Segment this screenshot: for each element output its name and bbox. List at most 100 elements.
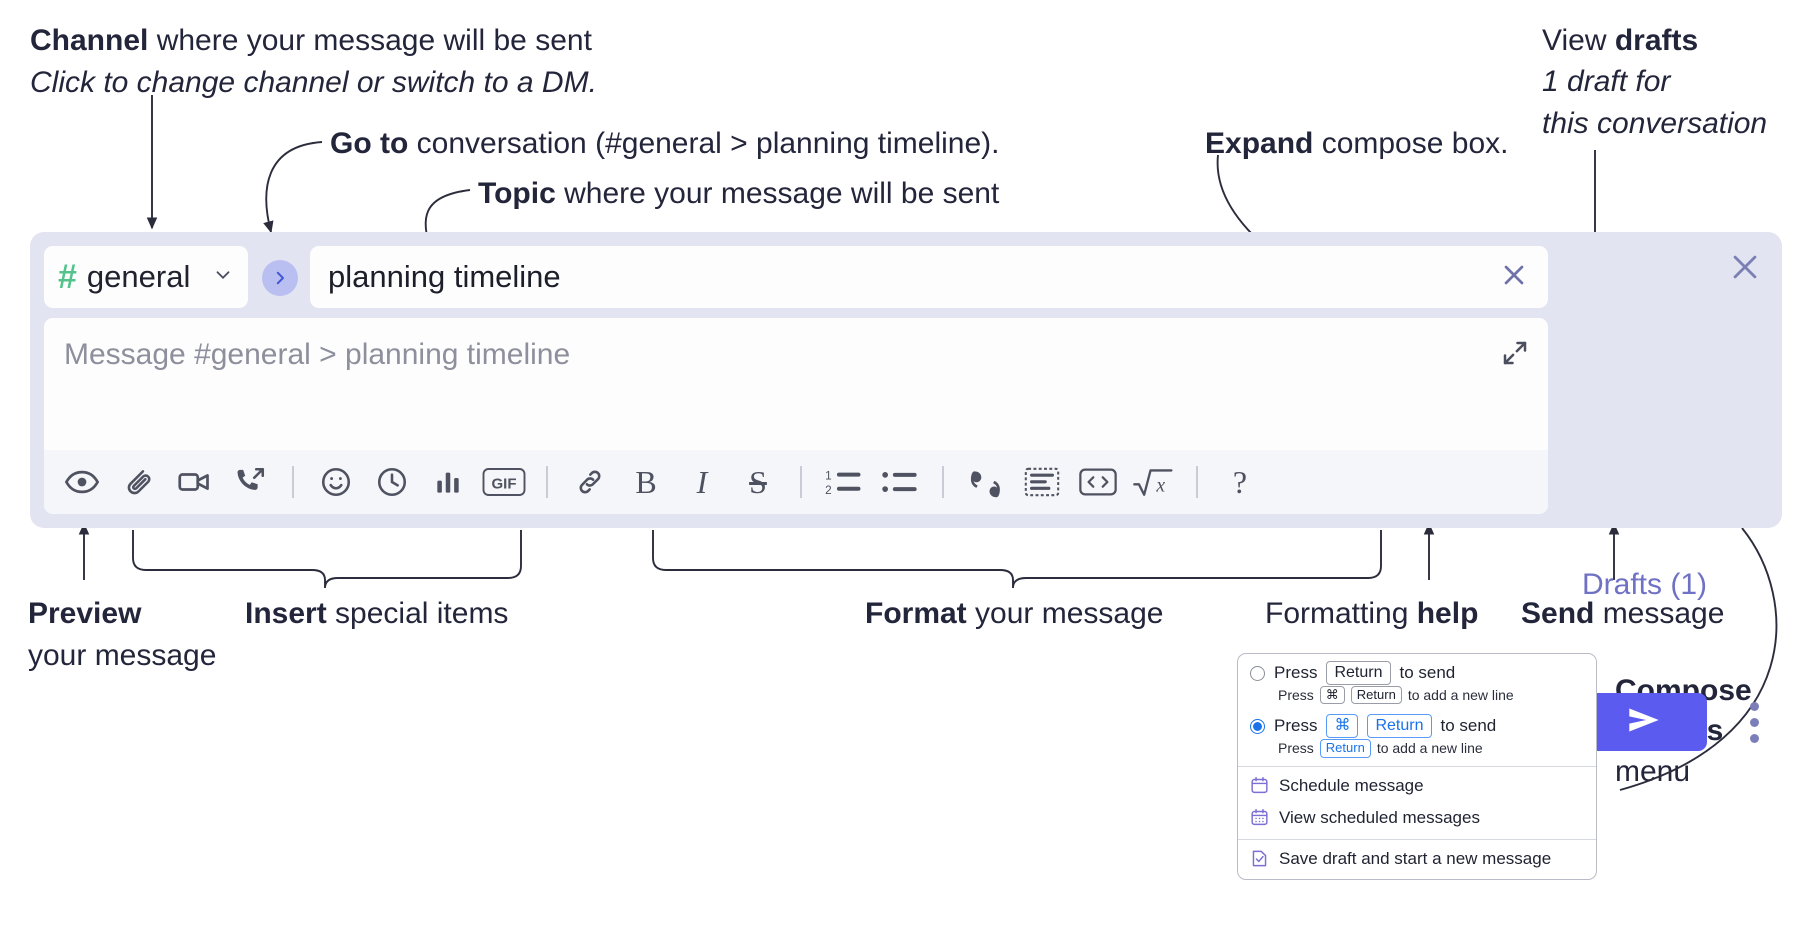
channel-picker[interactable]: # general <box>44 246 248 308</box>
annotation-drafts-italic1: 1 draft for <box>1542 65 1671 99</box>
toolbar-separator <box>800 466 802 498</box>
link-icon[interactable] <box>562 456 618 508</box>
annotation-preview-bold: Preview <box>28 597 142 630</box>
inline-code-icon[interactable] <box>1070 456 1126 508</box>
toolbar-separator <box>942 466 944 498</box>
annotation-expand: Expand compose box. <box>1205 125 1508 163</box>
annotation-channel-italic: Click to change channel or switch to a D… <box>30 66 597 100</box>
radio-button-selected[interactable] <box>1250 718 1265 734</box>
menu-item-label: Schedule message <box>1279 775 1424 795</box>
italic-icon[interactable]: I <box>696 463 708 500</box>
annotation-drafts-italic2: this conversation <box>1542 106 1768 140</box>
menu-radio-option-cmd-return[interactable]: Press ⌘ Return to send <box>1238 710 1596 739</box>
svg-text:1: 1 <box>825 470 832 483</box>
annotation-topic: Topic where your message will be sent <box>478 175 999 213</box>
kebab-dot <box>1749 701 1759 711</box>
preview-icon[interactable] <box>54 456 110 508</box>
video-icon[interactable] <box>166 456 222 508</box>
math-icon[interactable]: x <box>1126 456 1182 508</box>
menu-item-schedule-message[interactable]: Schedule message <box>1238 767 1596 802</box>
annotation-preview-rest: your message <box>28 639 217 673</box>
menu-item-view-scheduled-messages[interactable]: View scheduled messages <box>1238 802 1596 834</box>
gif-icon[interactable]: GIF <box>476 456 532 508</box>
kebab-dot <box>1749 717 1759 727</box>
help-icon[interactable]: ? <box>1232 463 1248 500</box>
annotation-insert: Insert special items <box>245 595 508 633</box>
reminder-clock-icon[interactable] <box>364 456 420 508</box>
svg-text:GIF: GIF <box>492 476 517 493</box>
expand-compose-icon[interactable] <box>1500 338 1530 373</box>
radio-label-pre: Press <box>1274 663 1318 682</box>
menu-divider <box>1238 838 1596 840</box>
annotation-expand-rest: compose box. <box>1313 127 1509 160</box>
calendar-clock-icon <box>1250 776 1269 795</box>
send-button[interactable] <box>1581 693 1707 751</box>
compose-widget: # general planning timeline Message #g <box>30 232 1782 751</box>
annotation-send-bold: Send <box>1521 597 1595 630</box>
kebab-dot <box>1749 733 1759 743</box>
goto-conversation-button[interactable] <box>262 260 298 296</box>
key-command: ⌘ <box>1326 714 1359 739</box>
compose-inner: # general planning timeline Message #g <box>44 246 1548 514</box>
ordered-list-icon[interactable]: 1 2 <box>816 456 872 508</box>
sub-post: to add a new line <box>1407 687 1514 704</box>
channel-name: general <box>86 259 191 294</box>
bold-icon[interactable]: B <box>635 463 657 500</box>
annotation-insert-bold: Insert <box>245 597 327 630</box>
annotation-channel-rest: where your message will be sent <box>148 24 592 57</box>
message-input-area[interactable]: Message #general > planning timeline <box>44 318 1548 514</box>
chevron-right-icon <box>271 269 289 287</box>
attachment-icon[interactable] <box>110 456 166 508</box>
emoji-icon[interactable] <box>308 456 364 508</box>
message-placeholder: Message #general > planning timeline <box>64 338 571 371</box>
poll-bars-icon[interactable] <box>420 456 476 508</box>
drafts-link[interactable]: Drafts (1) <box>1582 568 1708 601</box>
menu-item-save-draft[interactable]: Save draft and start a new message <box>1238 840 1596 879</box>
chevron-down-icon <box>212 264 234 291</box>
menu-item-label: View scheduled messages <box>1279 807 1480 827</box>
annotation-format: Format your message <box>865 595 1163 633</box>
close-compose-icon[interactable] <box>1728 250 1762 289</box>
annotation-drafts-bold: drafts <box>1614 24 1699 57</box>
menu-radio-sub-cmd-return: Press Return to add a new line <box>1238 739 1596 765</box>
toolbar-separator <box>1196 466 1198 498</box>
annotation-help-bold: help <box>1416 597 1479 630</box>
topic-field[interactable]: planning timeline <box>310 246 1548 308</box>
annotation-channel: Channel where your message will be sent … <box>30 22 597 103</box>
compose-options-menu-button[interactable] <box>1739 693 1769 751</box>
call-icon[interactable] <box>222 456 278 508</box>
annotation-preview: Preview your message <box>28 595 216 676</box>
clear-topic-icon[interactable] <box>1498 259 1530 296</box>
menu-radio-option-return[interactable]: Press Return to send <box>1238 654 1596 686</box>
code-block-icon[interactable] <box>1014 456 1070 508</box>
annotation-drafts-plain: View <box>1542 24 1615 57</box>
key-return: Return <box>1319 739 1371 758</box>
svg-text:x: x <box>1155 474 1165 496</box>
annotation-help: Formatting help <box>1265 595 1478 633</box>
svg-text:2: 2 <box>825 484 832 497</box>
key-return: Return <box>1367 714 1432 739</box>
annotation-topic-rest: where your message will be sent <box>555 177 1000 210</box>
blockquote-icon[interactable] <box>958 456 1014 508</box>
sub-pre: Press <box>1278 740 1314 757</box>
annotation-help-plain: Formatting <box>1265 597 1417 630</box>
sub-pre: Press <box>1278 687 1314 704</box>
hash-icon: # <box>58 258 77 296</box>
toolbar-separator <box>546 466 548 498</box>
key-return: Return <box>1350 686 1402 705</box>
key-return: Return <box>1326 661 1391 685</box>
radio-label-post: to send <box>1399 663 1456 682</box>
annotation-insert-rest: special items <box>326 597 509 630</box>
radio-button[interactable] <box>1250 665 1265 681</box>
annotation-goto-bold: Go to <box>330 127 409 160</box>
save-draft-icon <box>1250 849 1269 868</box>
send-paper-plane-icon <box>1623 703 1665 742</box>
annotation-goto-rest: conversation (#general > planning timeli… <box>408 127 1000 160</box>
annotation-expand-bold: Expand <box>1205 127 1314 160</box>
radio-label-pre: Press <box>1274 716 1318 736</box>
annotation-compose-options-rest: menu <box>1615 754 1691 788</box>
strikethrough-icon[interactable]: S <box>749 463 767 500</box>
menu-radio-sub-return: Press ⌘ Return to add a new line <box>1238 686 1596 710</box>
radio-label-post: to send <box>1440 716 1497 736</box>
bulleted-list-icon[interactable] <box>872 456 928 508</box>
